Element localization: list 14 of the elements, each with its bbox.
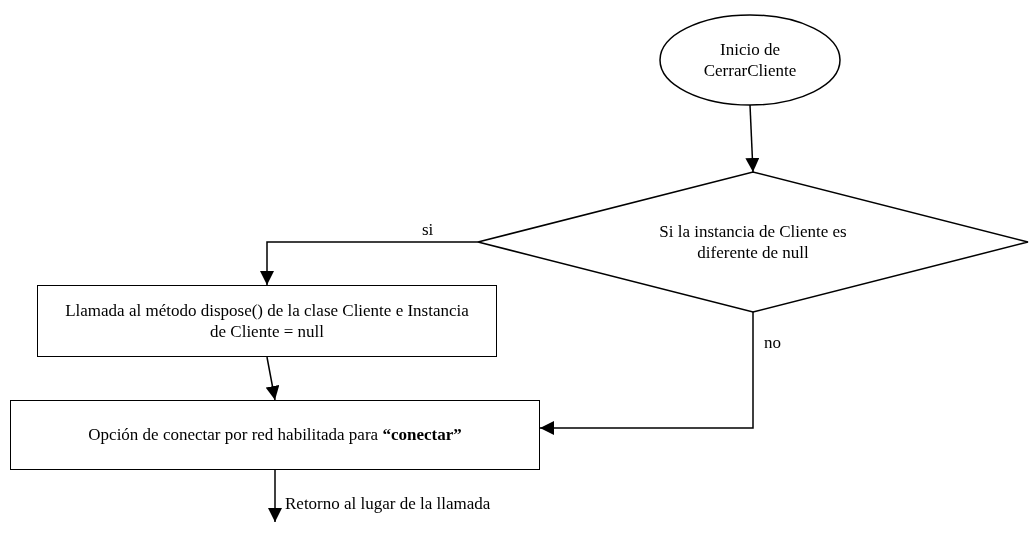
arrow [268,469,282,523]
node-text: Llamada al método dispose() de la clase Cliente e Instancia de Cliente = null [64,299,470,343]
node-text: Opción de conectar por red habilitada para “conectar” [87,424,463,446]
arrow [260,241,479,286]
terminal-ellipse [660,15,840,105]
process-box [10,400,540,470]
edge-label: Retorno al lugar de la llamada [283,494,493,515]
decision-diamond [478,172,1028,312]
node-text: Si la instancia de Cliente es diferente de null [658,220,848,264]
arrow [265,356,280,401]
process-box [37,285,497,357]
arrow [539,311,754,435]
arrow [745,104,760,173]
node-text: Inicio de CerrarCliente [702,38,798,82]
